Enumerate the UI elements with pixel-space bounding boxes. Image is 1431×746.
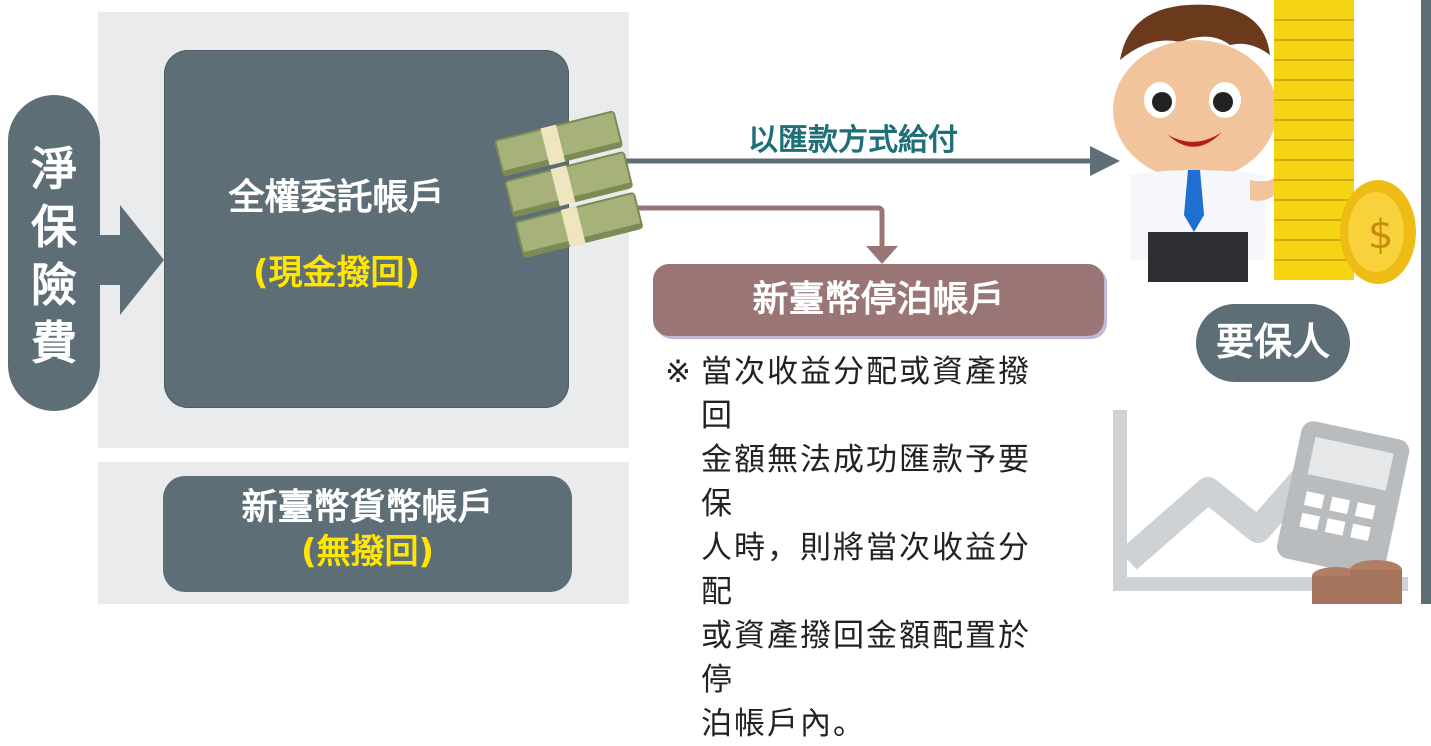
growth-calculator-icon — [1113, 410, 1410, 604]
note-line: 當次收益分配或資產撥回 — [701, 354, 1031, 434]
note-line: 金額無法成功匯款予要保 — [701, 442, 1031, 522]
net-premium-char: 淨 — [31, 142, 77, 196]
remittance-label: 以匯款方式給付 — [748, 123, 958, 158]
policyholder-label: 要保人 — [1215, 320, 1330, 364]
businessman-illustration — [1113, 4, 1285, 282]
net-premium-char: 保 — [31, 200, 77, 254]
note-line: 或資產撥回金額配置於停 — [701, 618, 1031, 698]
arrow-right-icon — [98, 205, 164, 315]
note-line: 泊帳戶內。 — [701, 706, 866, 742]
net-premium-label: 淨 保 險 費 — [8, 140, 100, 372]
discretionary-account-subtitle: (現金撥回) — [252, 253, 421, 293]
net-premium-char: 險 — [31, 258, 77, 312]
discretionary-account-title: 全權委託帳戶 — [228, 177, 445, 218]
net-premium-pill — [8, 95, 100, 411]
parking-account-title: 新臺幣停泊帳戶 — [752, 279, 1005, 320]
arrow-to-parking — [620, 205, 885, 248]
discretionary-account-box — [164, 50, 569, 408]
arrowhead-icon — [866, 246, 898, 264]
net-premium-char: 費 — [31, 316, 77, 370]
parking-account-box — [653, 264, 1104, 336]
currency-account-title: 新臺幣貨幣帳戶 — [241, 487, 494, 528]
right-border — [1421, 0, 1431, 604]
note-line: 人時，則將當次收益分配 — [701, 530, 1031, 610]
footnote: ※ 當次收益分配或資產撥回 金額無法成功匯款予要保 人時，則將當次收益分配 或資… — [665, 350, 1065, 742]
note-mark: ※ — [665, 354, 691, 390]
cash-stack-icon — [495, 110, 643, 258]
flow-arrows — [620, 146, 1120, 264]
currency-account-subtitle: (無撥回) — [300, 532, 435, 572]
coin-stack-icon: $ — [1274, 0, 1416, 284]
policyholder-bubble — [1196, 304, 1350, 382]
svg-text:$: $ — [1368, 212, 1393, 258]
currency-account-box — [163, 476, 572, 592]
arrowhead-icon — [1090, 146, 1120, 176]
